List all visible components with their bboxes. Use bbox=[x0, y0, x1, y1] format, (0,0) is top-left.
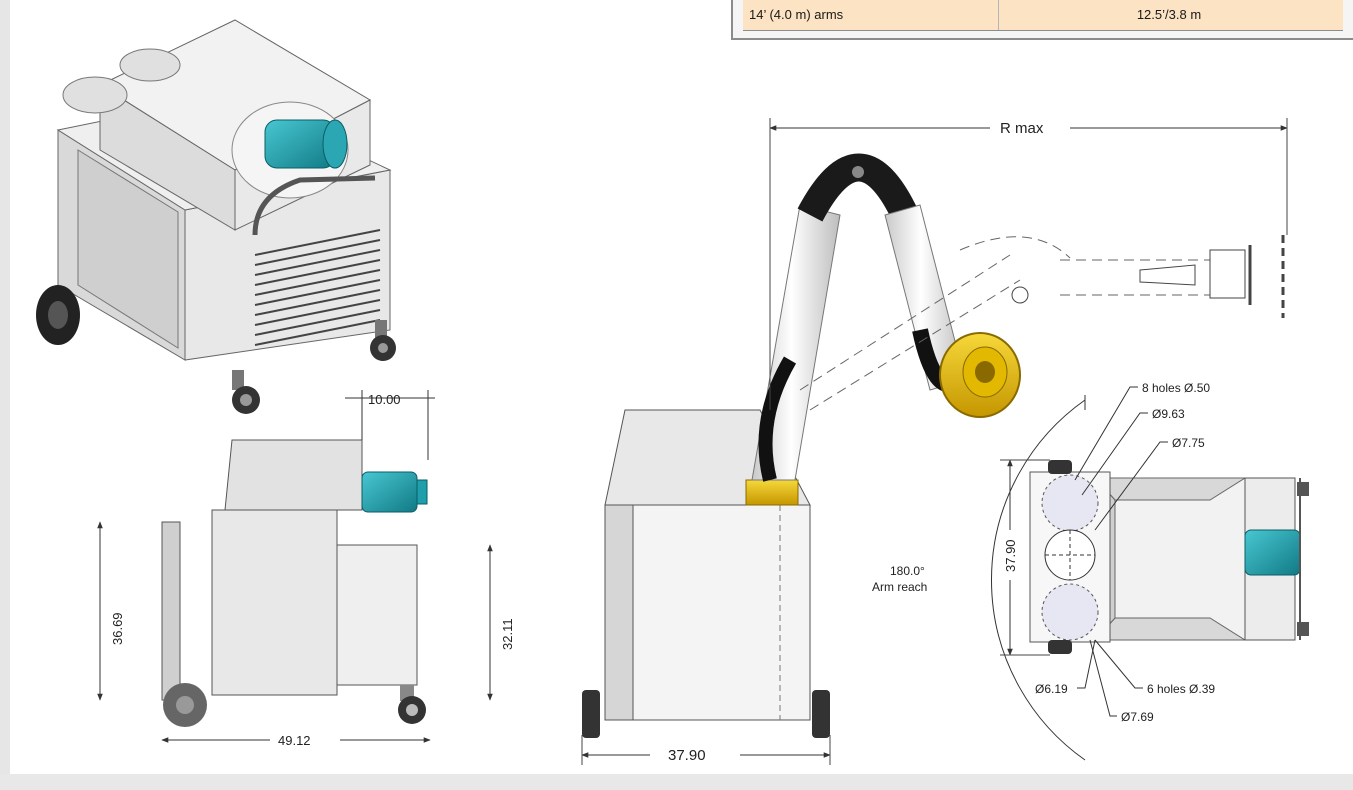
inlet-port bbox=[119, 48, 181, 82]
side-cabinet bbox=[211, 509, 338, 696]
capture-hood bbox=[939, 332, 1021, 418]
callout-leaders bbox=[1074, 386, 1168, 717]
hood-wedge bbox=[224, 439, 363, 511]
arm-reach-label: Arm reach bbox=[872, 580, 927, 594]
cabinet-door bbox=[77, 149, 179, 349]
front-width-label: 37.90 bbox=[668, 747, 706, 764]
motor-offset-label: 10.00 bbox=[368, 392, 401, 407]
wheel bbox=[1048, 460, 1072, 474]
arm-pivot bbox=[1011, 286, 1029, 304]
isometric-view bbox=[36, 19, 396, 414]
wheel bbox=[812, 690, 830, 738]
callout-dia-619: Ø6.19 bbox=[1035, 682, 1068, 696]
side-width-label: 49.12 bbox=[278, 733, 311, 748]
side-view bbox=[97, 390, 493, 743]
hose bbox=[758, 356, 797, 482]
caster bbox=[232, 370, 260, 414]
reach-label: R max bbox=[1000, 120, 1044, 137]
reach-value-cell: 12.5’/3.8 m bbox=[998, 0, 1339, 30]
top-view bbox=[991, 386, 1309, 761]
page-margin bbox=[0, 0, 10, 790]
arm-length-cell: 14’ (4.0 m) arms bbox=[749, 7, 844, 22]
extended-arm-outline bbox=[799, 236, 1210, 411]
arm-collar bbox=[745, 479, 799, 506]
inlet-height-label: 32.11 bbox=[500, 618, 515, 650]
callout-dia-963: Ø9.63 bbox=[1152, 407, 1185, 421]
front-cabinet bbox=[604, 504, 811, 721]
spec-table: 14’ (4.0 m) arms 12.5’/3.8 m bbox=[731, 0, 1353, 40]
height-label: 36.69 bbox=[110, 612, 125, 645]
exhaust-grille bbox=[254, 229, 381, 346]
depth-label: 37.90 bbox=[1003, 539, 1018, 572]
push-handle bbox=[252, 175, 376, 236]
front-cabinet-side bbox=[604, 504, 634, 721]
caster bbox=[370, 320, 396, 361]
wheel bbox=[1048, 640, 1072, 654]
flange-port bbox=[1041, 583, 1099, 641]
front-view bbox=[581, 118, 1288, 765]
table-row: 14’ (4.0 m) arms 12.5’/3.8 m bbox=[743, 0, 1343, 31]
extended-hood-outline bbox=[1139, 235, 1285, 318]
wheel bbox=[163, 683, 207, 727]
page-footer-band bbox=[0, 774, 1353, 790]
motor bbox=[361, 471, 428, 513]
callout-8-holes: 8 holes Ø.50 bbox=[1142, 381, 1210, 395]
callout-dia-769: Ø7.69 bbox=[1121, 710, 1154, 724]
top-cabinet bbox=[1094, 477, 1246, 641]
side-upright bbox=[161, 521, 181, 701]
wheel bbox=[36, 285, 80, 345]
arm-reach-arc bbox=[991, 399, 1086, 761]
inlet-port bbox=[62, 76, 128, 114]
wheel bbox=[582, 690, 600, 738]
motor bbox=[1244, 478, 1301, 640]
caster bbox=[398, 685, 426, 724]
callout-6-holes: 6 holes Ø.39 bbox=[1147, 682, 1215, 696]
arm-reach-angle: 180.0° bbox=[890, 564, 925, 578]
callout-dia-775: Ø7.75 bbox=[1172, 436, 1205, 450]
side-blower bbox=[336, 544, 418, 686]
motor bbox=[264, 119, 348, 169]
